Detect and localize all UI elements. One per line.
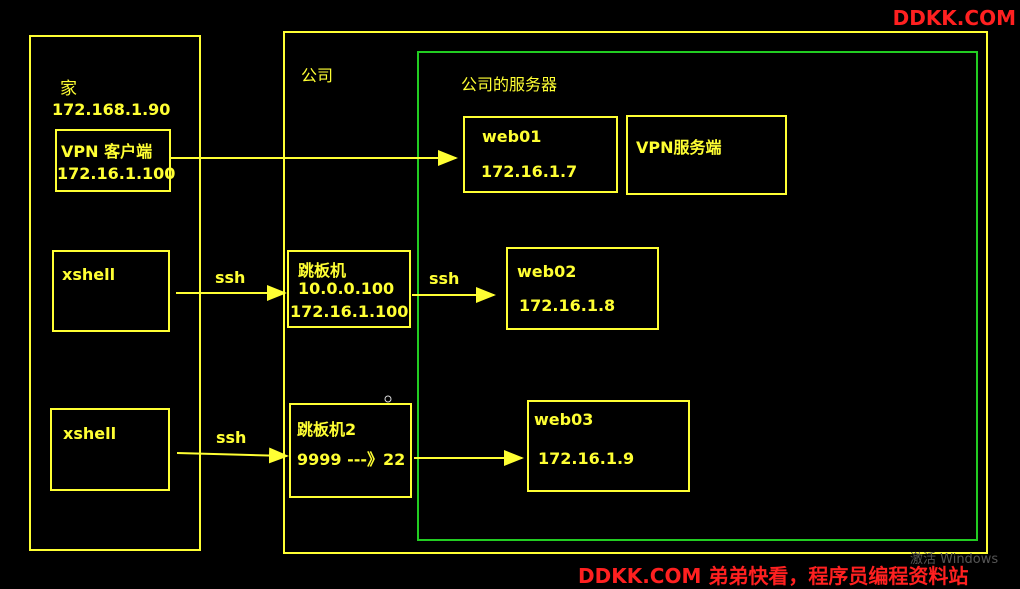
vpn-client-label: VPN 客户端 [61, 142, 153, 161]
ssh-label-2: ssh [429, 269, 460, 288]
cursor-dot [384, 395, 392, 403]
web03-name: web03 [534, 410, 594, 429]
xshell-box-2[interactable] [50, 408, 170, 491]
web02-name: web02 [517, 262, 577, 281]
xshell-label-1: xshell [62, 265, 116, 284]
watermark-bottom: DDKK.COM 弟弟快看，程序员编程资料站 [578, 564, 969, 588]
vpn-server-label: VPN服务端 [636, 138, 722, 157]
jump1-ip2: 172.16.1.100 [290, 302, 409, 321]
jump2-name: 跳板机2 [297, 420, 357, 439]
web02-box[interactable] [506, 247, 659, 330]
home-ip: 172.168.1.90 [52, 100, 171, 119]
web03-box[interactable] [527, 400, 690, 492]
vpn-client-ip: 172.16.1.100 [57, 164, 176, 183]
xshell-label-2: xshell [63, 424, 117, 443]
xshell-box-1[interactable] [52, 250, 170, 332]
company-title: 公司 [301, 66, 334, 85]
web01-ip: 172.16.1.7 [481, 162, 578, 181]
web01-box[interactable] [463, 116, 618, 193]
arrow-xshell2-to-jump2 [176, 447, 289, 464]
web02-ip: 172.16.1.8 [519, 296, 616, 315]
servers-title: 公司的服务器 [461, 75, 558, 94]
watermark-top: DDKK.COM [892, 6, 1016, 30]
jump1-box[interactable] [287, 250, 411, 328]
web03-ip: 172.16.1.9 [538, 449, 635, 468]
vpn-client-box[interactable] [55, 129, 171, 192]
jump1-name: 跳板机 [298, 261, 347, 280]
home-title: 家 [60, 79, 77, 99]
web01-name: web01 [482, 127, 542, 146]
jump2-box[interactable] [289, 403, 412, 498]
windows-activation-text: 激活 Windows [910, 552, 999, 567]
ssh-label-1: ssh [215, 268, 246, 287]
ssh-label-3: ssh [216, 428, 247, 447]
vpn-server-box[interactable] [626, 115, 787, 195]
jump1-ip1: 10.0.0.100 [298, 279, 395, 298]
jump2-port: 9999 ---》22 [297, 450, 406, 469]
